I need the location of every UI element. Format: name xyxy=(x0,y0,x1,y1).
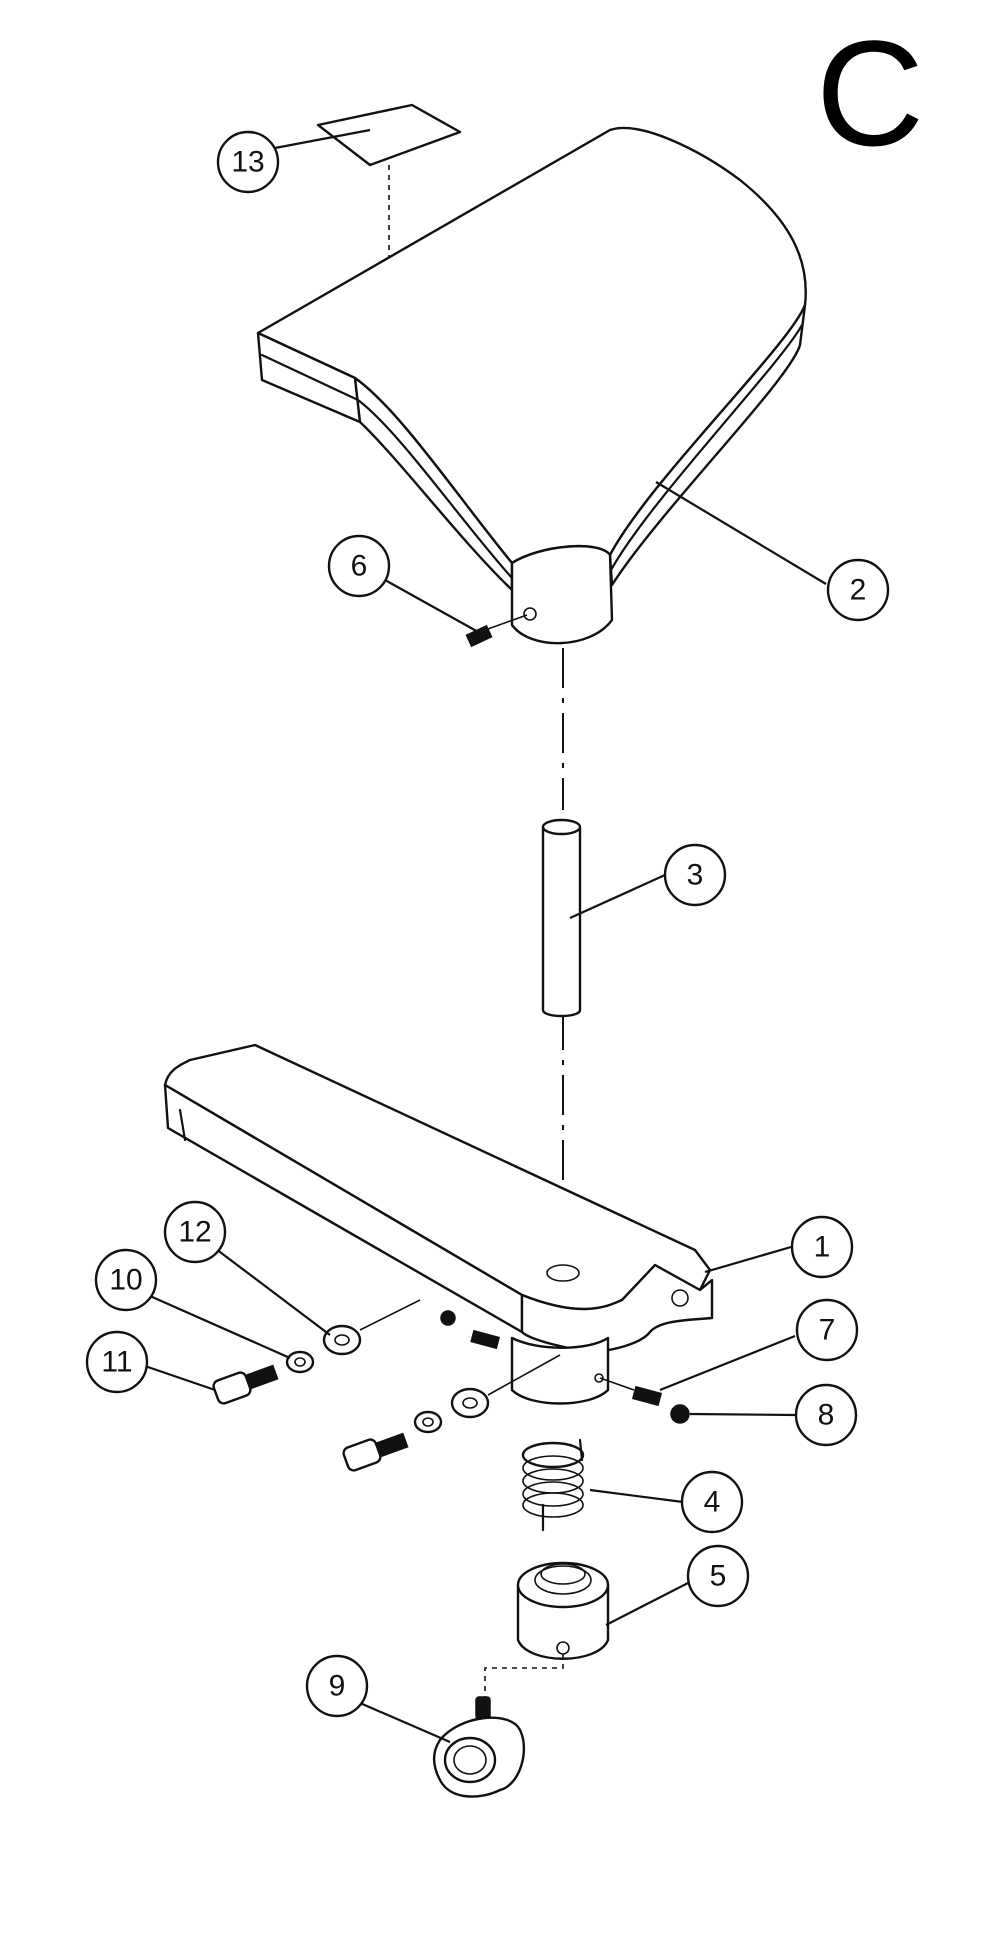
callout-10-label: 10 xyxy=(109,1264,142,1297)
callout-5: 5 xyxy=(686,1544,750,1608)
callout-6: 6 xyxy=(327,534,391,598)
leader-lines xyxy=(144,128,827,1744)
callout-12: 12 xyxy=(163,1200,227,1264)
callout-8: 8 xyxy=(794,1383,858,1447)
part-3-pivot-pin xyxy=(541,818,582,1018)
callout-9: 9 xyxy=(305,1654,369,1718)
callout-1-label: 1 xyxy=(814,1231,831,1264)
callout-11: 11 xyxy=(85,1330,149,1394)
callout-11-label: 11 xyxy=(101,1346,132,1379)
part-9-knob xyxy=(432,1696,526,1798)
callout-2-label: 2 xyxy=(850,574,867,607)
callout-4: 4 xyxy=(680,1470,744,1534)
callout-9-label: 9 xyxy=(329,1670,346,1703)
callout-13-label: 13 xyxy=(231,146,264,179)
part-5-collar xyxy=(484,1561,610,1700)
callout-1: 1 xyxy=(790,1215,854,1279)
sheet-letter: C xyxy=(816,9,924,177)
callout-2: 2 xyxy=(826,558,890,622)
part-2-table-top xyxy=(256,126,807,645)
part-7-set-screw xyxy=(599,1377,663,1407)
part-8-nut xyxy=(670,1404,690,1424)
part-1-arm xyxy=(163,1043,714,1405)
part-4-spring xyxy=(521,1438,585,1532)
fastener-set-left xyxy=(212,1299,561,1472)
callout-7: 7 xyxy=(795,1298,859,1362)
callout-12-label: 12 xyxy=(178,1216,211,1249)
callout-6-label: 6 xyxy=(351,550,368,583)
callout-13: 13 xyxy=(216,130,280,194)
callout-3-label: 3 xyxy=(687,859,704,892)
callout-3: 3 xyxy=(663,843,727,907)
callout-10: 10 xyxy=(94,1248,158,1312)
callout-8-label: 8 xyxy=(818,1399,835,1432)
callout-5-label: 5 xyxy=(710,1560,727,1593)
callout-7-label: 7 xyxy=(819,1314,836,1347)
callout-4-label: 4 xyxy=(704,1486,721,1519)
